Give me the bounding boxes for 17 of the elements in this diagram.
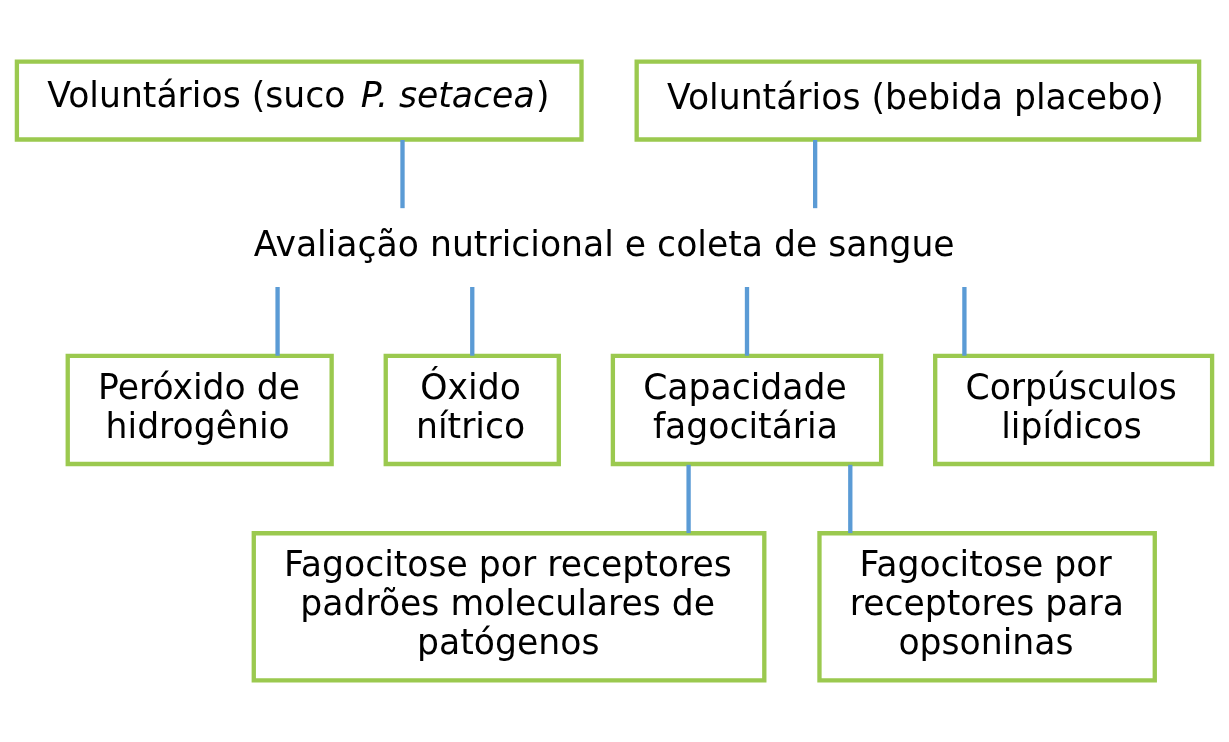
connector: [812, 140, 818, 209]
node-box: Capacidade fagocitária: [610, 353, 884, 467]
connector: [848, 464, 853, 534]
node-box: Peróxido de hidrogênio: [65, 353, 334, 467]
connector: [400, 140, 405, 209]
node-box: Corpúsculos lipídicos: [933, 353, 1215, 467]
connector: [275, 287, 280, 356]
connector: [962, 287, 967, 356]
node-box: Óxido nítrico: [383, 353, 561, 467]
connector: [470, 287, 475, 356]
node-box: Voluntários (bebida placebo): [634, 59, 1202, 142]
node-box: Fagocitose por receptores para opsoninas: [817, 531, 1157, 683]
connector: [686, 464, 691, 534]
node-text: Avaliação nutricional e coleta de sangue: [253, 223, 955, 264]
connector: [744, 287, 750, 356]
node-box: Fagocitose por receptores padrões moleculares de patógenos: [251, 531, 767, 683]
node-box: Voluntários (suco P. setacea): [14, 59, 584, 142]
